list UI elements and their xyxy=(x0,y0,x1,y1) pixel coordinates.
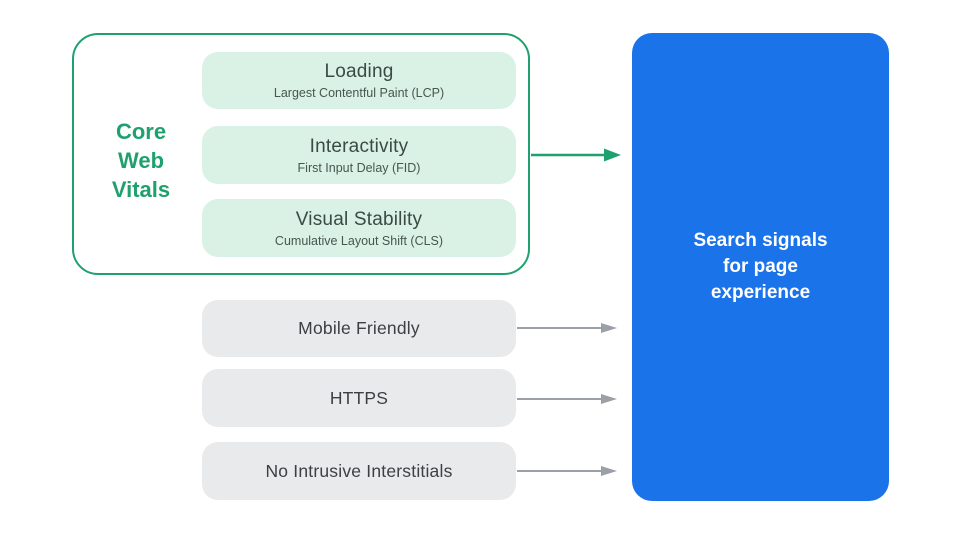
search-signals-title: Search signals for page experience xyxy=(693,228,827,306)
vital-pill-visual-stability: Visual Stability Cumulative Layout Shift… xyxy=(202,199,516,257)
signal-pill-https: HTTPS xyxy=(202,369,516,427)
vital-title: Visual Stability xyxy=(295,208,423,230)
signal-label: HTTPS xyxy=(329,387,389,408)
vital-pill-loading: Loading Largest Contentful Paint (LCP) xyxy=(202,52,516,109)
vital-subtitle: First Input Delay (FID) xyxy=(297,160,421,175)
core-web-vitals-label-line: Core xyxy=(115,119,167,144)
search-signals-title-line: Search signals xyxy=(693,230,828,251)
vital-pill-interactivity: Interactivity First Input Delay (FID) xyxy=(202,126,516,184)
signal-pill-no-intrusive-interstitials: No Intrusive Interstitials xyxy=(202,442,516,500)
vital-title: Interactivity xyxy=(309,135,409,157)
search-signals-title-line: experience xyxy=(710,282,811,303)
core-web-vitals-label-line: Web xyxy=(117,148,165,173)
arrow-no-intrusive-interstitials-icon xyxy=(517,466,617,476)
vital-subtitle: Cumulative Layout Shift (CLS) xyxy=(274,233,444,248)
arrow-mobile-friendly-icon xyxy=(517,323,617,333)
arrow-core-web-vitals-icon xyxy=(531,148,621,162)
signal-label: Mobile Friendly xyxy=(298,318,420,338)
signal-pill-mobile-friendly: Mobile Friendly xyxy=(202,300,516,357)
core-web-vitals-label-line: Vitals xyxy=(111,177,171,202)
vital-subtitle: Largest Contentful Paint (LCP) xyxy=(273,86,445,100)
core-web-vitals-label: Core Web Vitals xyxy=(78,117,204,204)
search-signals-title-line: for page xyxy=(723,256,798,277)
core-web-vitals-frame xyxy=(72,33,530,275)
search-signals-panel: Search signals for page experience xyxy=(632,33,889,501)
vital-title: Loading xyxy=(324,61,394,82)
signal-label: No Intrusive Interstitials xyxy=(265,460,453,481)
arrow-https-icon xyxy=(517,394,617,404)
